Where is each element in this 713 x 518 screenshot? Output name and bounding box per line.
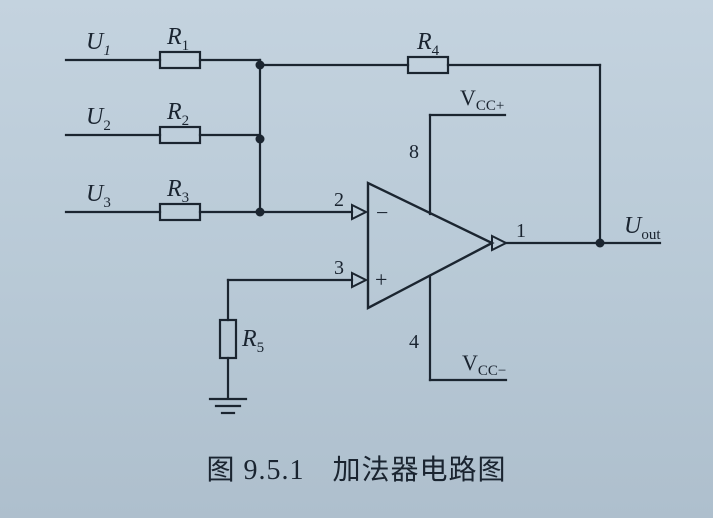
input-branch-1 [64,50,262,70]
inverting-input-arrow [351,203,369,221]
supply-label-vcc-pos: VCC+ [460,85,504,114]
resistor-r2 [158,125,202,145]
figure-number: 图 9.5.1 [206,455,305,486]
pin-number-inverting: 2 [334,189,344,211]
noninverting-input-arrow [351,271,369,289]
resistor-label-r4: R4 [416,29,440,59]
output-label-uout: Uout [624,213,661,243]
resistor-r4 [406,55,450,75]
supply-label-vcc-neg: VCC− [462,350,506,379]
input-branch-3 [64,202,354,222]
resistor-label-r2: R2 [166,99,189,129]
resistor-r3 [158,202,202,222]
inverting-sign: − [376,200,388,225]
pin-number-noninverting: 3 [334,257,344,279]
input-label-u2: U2 [86,104,111,134]
output-junction-node [595,238,605,248]
junction-node [255,207,265,217]
pin-number-vcc-neg: 4 [409,331,419,353]
pin-number-vcc-pos: 8 [409,141,419,163]
pin-number-output: 1 [516,220,526,242]
input-label-u3: U3 [86,181,111,211]
resistor-label-r1: R1 [166,24,189,54]
figure-title: 加法器电路图 [332,453,507,486]
resistor-label-r3: R3 [166,176,189,206]
noninverting-sign: + [375,267,387,292]
figure-caption: 图 9.5.1 加法器电路图 [0,448,713,488]
output-arrow [491,234,509,252]
junction-node [255,134,265,144]
resistor-r1 [158,50,202,70]
ground-icon [208,397,248,415]
noninverting-branch [218,278,354,400]
resistor-r5 [218,318,238,360]
input-label-u1: U1 [86,29,111,59]
feedback-branch [258,55,602,244]
input-branch-2 [64,125,262,145]
resistor-label-r5: R5 [241,326,264,356]
